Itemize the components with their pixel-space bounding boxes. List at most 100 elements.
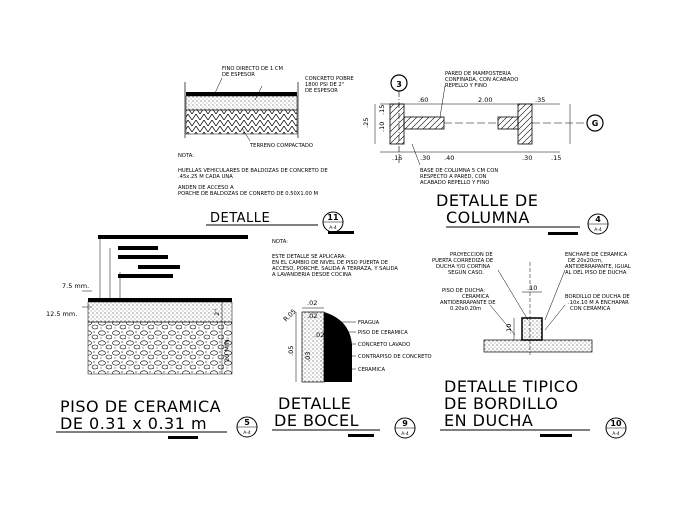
note-wall: PARED DE MAMPOSTERIA	[445, 71, 511, 77]
title-line-1: DETALLE TIPICO	[444, 377, 579, 396]
note-base-3: ACABADO REPELLO Y FINO	[420, 180, 489, 186]
grid-bubble-g	[586, 114, 604, 132]
label-bar	[118, 255, 168, 259]
dim-60: .60	[418, 96, 428, 104]
concrete-layer	[185, 95, 298, 111]
nota-line-4: PORCHE DE BALDOZAS DE CONRETO DE 0.50X1.…	[178, 191, 318, 197]
dim-curb-height: .10	[505, 324, 513, 334]
note-soil: TERRENO COMPACTADO	[249, 143, 313, 149]
detail-9: NOTA: ESTE DETALLE SE APLICARA: EN EL CA…	[272, 239, 432, 439]
title-line-1: DETALLE	[278, 394, 351, 413]
label-contrapiso: CONTRAPISO DE CONCRETO	[358, 354, 432, 360]
dim-radius: R.05	[282, 307, 298, 323]
label-bar	[138, 265, 180, 269]
dim-02a: .02	[307, 299, 317, 307]
grid-label: 3	[396, 80, 402, 89]
label-piso: PISO DE CERAMICA	[358, 330, 408, 336]
leader-line	[544, 269, 566, 321]
detail-number: 11	[327, 213, 339, 222]
detail-5: 7.5 mm. 12.5 mm. 2" 20 MIN. PISO DE CERA…	[46, 235, 258, 439]
title-bar	[348, 434, 374, 437]
title-line-3: EN DUCHA	[444, 411, 533, 430]
nota-line-3: ANDEN DE ACCESO A	[178, 185, 234, 191]
nota-line-2: .45x.25 M CADA UNA	[178, 174, 233, 180]
sheet-number: A-4	[401, 431, 409, 437]
dim-30b: .30	[522, 154, 532, 162]
note-door-3: DUCHA Y/O CORTINA	[436, 264, 491, 270]
wall-section	[403, 116, 445, 130]
note-door-4: SEGUN CASO.	[448, 270, 484, 276]
label-bar	[118, 246, 158, 250]
nota-line-1: HUELLAS VEHICULARES DE BALDOZAS DE CONCR…	[178, 168, 328, 174]
dim-25: .25	[362, 118, 370, 128]
title-line-2: DE BOCEL	[274, 411, 359, 430]
note-wall-3: REPELLO Y FINO	[445, 83, 487, 89]
note-floor: PISO DE DUCHA:	[442, 288, 485, 294]
dim-20min: 20 MIN.	[223, 337, 231, 362]
note-door: PROYECCION DE	[450, 252, 493, 258]
bocel-inner	[320, 316, 346, 378]
leader-line	[497, 269, 529, 321]
detail-title: DETALLE	[210, 211, 270, 226]
note-floor-4: 0.20x0.20m	[450, 306, 481, 312]
wall-section-2	[497, 116, 519, 130]
nota-line-3: ACCESO, PORCHE, SALIDA A TERRAZA, Y SALI…	[272, 266, 398, 272]
note-tile-3: ANTIDERRAPANTE, IGUAL	[565, 264, 631, 270]
dim-05: .05	[287, 346, 295, 356]
title-bar	[548, 232, 578, 235]
label-fragua: FRAGUA	[358, 320, 380, 326]
finish-layer	[186, 92, 297, 96]
note-concrete-3: DE ESPESOR	[305, 88, 338, 94]
dim-12-5mm: 12.5 mm.	[46, 310, 77, 318]
grid-label-g: G	[592, 119, 599, 128]
column-section-2	[517, 103, 533, 145]
label-concreto: CONCRETO LAVADO	[358, 342, 410, 348]
dim-35: .35	[535, 96, 545, 104]
detail-number: 4	[595, 215, 601, 224]
note-concrete: CONCRETO POBRE	[305, 76, 354, 82]
dim-curb-width: .10	[527, 284, 537, 292]
nota-line-1: ESTE DETALLE SE APLICARA:	[272, 254, 346, 260]
sheet-number: A-4	[612, 431, 620, 437]
label-bar	[98, 235, 248, 239]
title-bar	[328, 231, 354, 234]
detail-10: PROYECCION DE PUERTA CORREDIZA DE DUCHA …	[432, 252, 631, 439]
leader-line	[254, 85, 263, 101]
detail-11: FINO DIRECTO DE 1 CM DE ESPESOR CONCRETO…	[178, 66, 354, 234]
note-curb: BORDILLO DE DUCHA DE	[565, 294, 630, 300]
dim-7-5mm: 7.5 mm.	[62, 282, 89, 290]
slab	[483, 339, 593, 353]
detail-4: 3 G .60 2.00 .35 .15 .30 .40 .30 .15 .25…	[362, 71, 609, 235]
title-bar	[168, 436, 198, 439]
title-bar	[540, 434, 572, 437]
dim-200: 2.00	[478, 96, 492, 104]
nota-label: NOTA:	[178, 153, 194, 159]
note-curb-2: .10x.10 M A ENCHAPAR	[568, 300, 629, 306]
dim-2in: 2"	[213, 309, 221, 316]
dim-15b: .15	[551, 154, 561, 162]
concrete-layer	[87, 301, 233, 323]
leader-line	[489, 304, 516, 336]
tile-layer	[88, 298, 232, 302]
dim-30a: .30	[420, 154, 430, 162]
sheet-number: A-4	[329, 225, 337, 231]
nota-label: NOTA:	[272, 239, 288, 245]
detail-number: 5	[244, 418, 250, 427]
leader-line	[439, 85, 446, 118]
note-base-2: RESPECTO A PARED, CON	[420, 174, 487, 180]
note-wall-2: CONFINADA, CON ACABADO	[445, 77, 518, 83]
title-line-1: DETALLE DE	[436, 191, 538, 210]
title-line-2: COLUMNA	[446, 208, 530, 227]
nota-line-4: A LAVANDERIA DESDE COCINA	[272, 272, 352, 278]
leader-line	[214, 77, 223, 94]
note-finish: FINO DIRECTO DE 1 CM	[222, 66, 283, 72]
title-line-2: DE 0.31 x 0.31 m	[60, 414, 207, 433]
label-ceramica: CERAMICA	[358, 367, 385, 373]
gravel-layer	[87, 321, 233, 375]
dim-15a: .15	[392, 154, 402, 162]
title-line-2: DE BORDILLO	[444, 394, 558, 413]
detail-number: 10	[610, 419, 622, 428]
dim-02c: .02	[314, 331, 324, 339]
